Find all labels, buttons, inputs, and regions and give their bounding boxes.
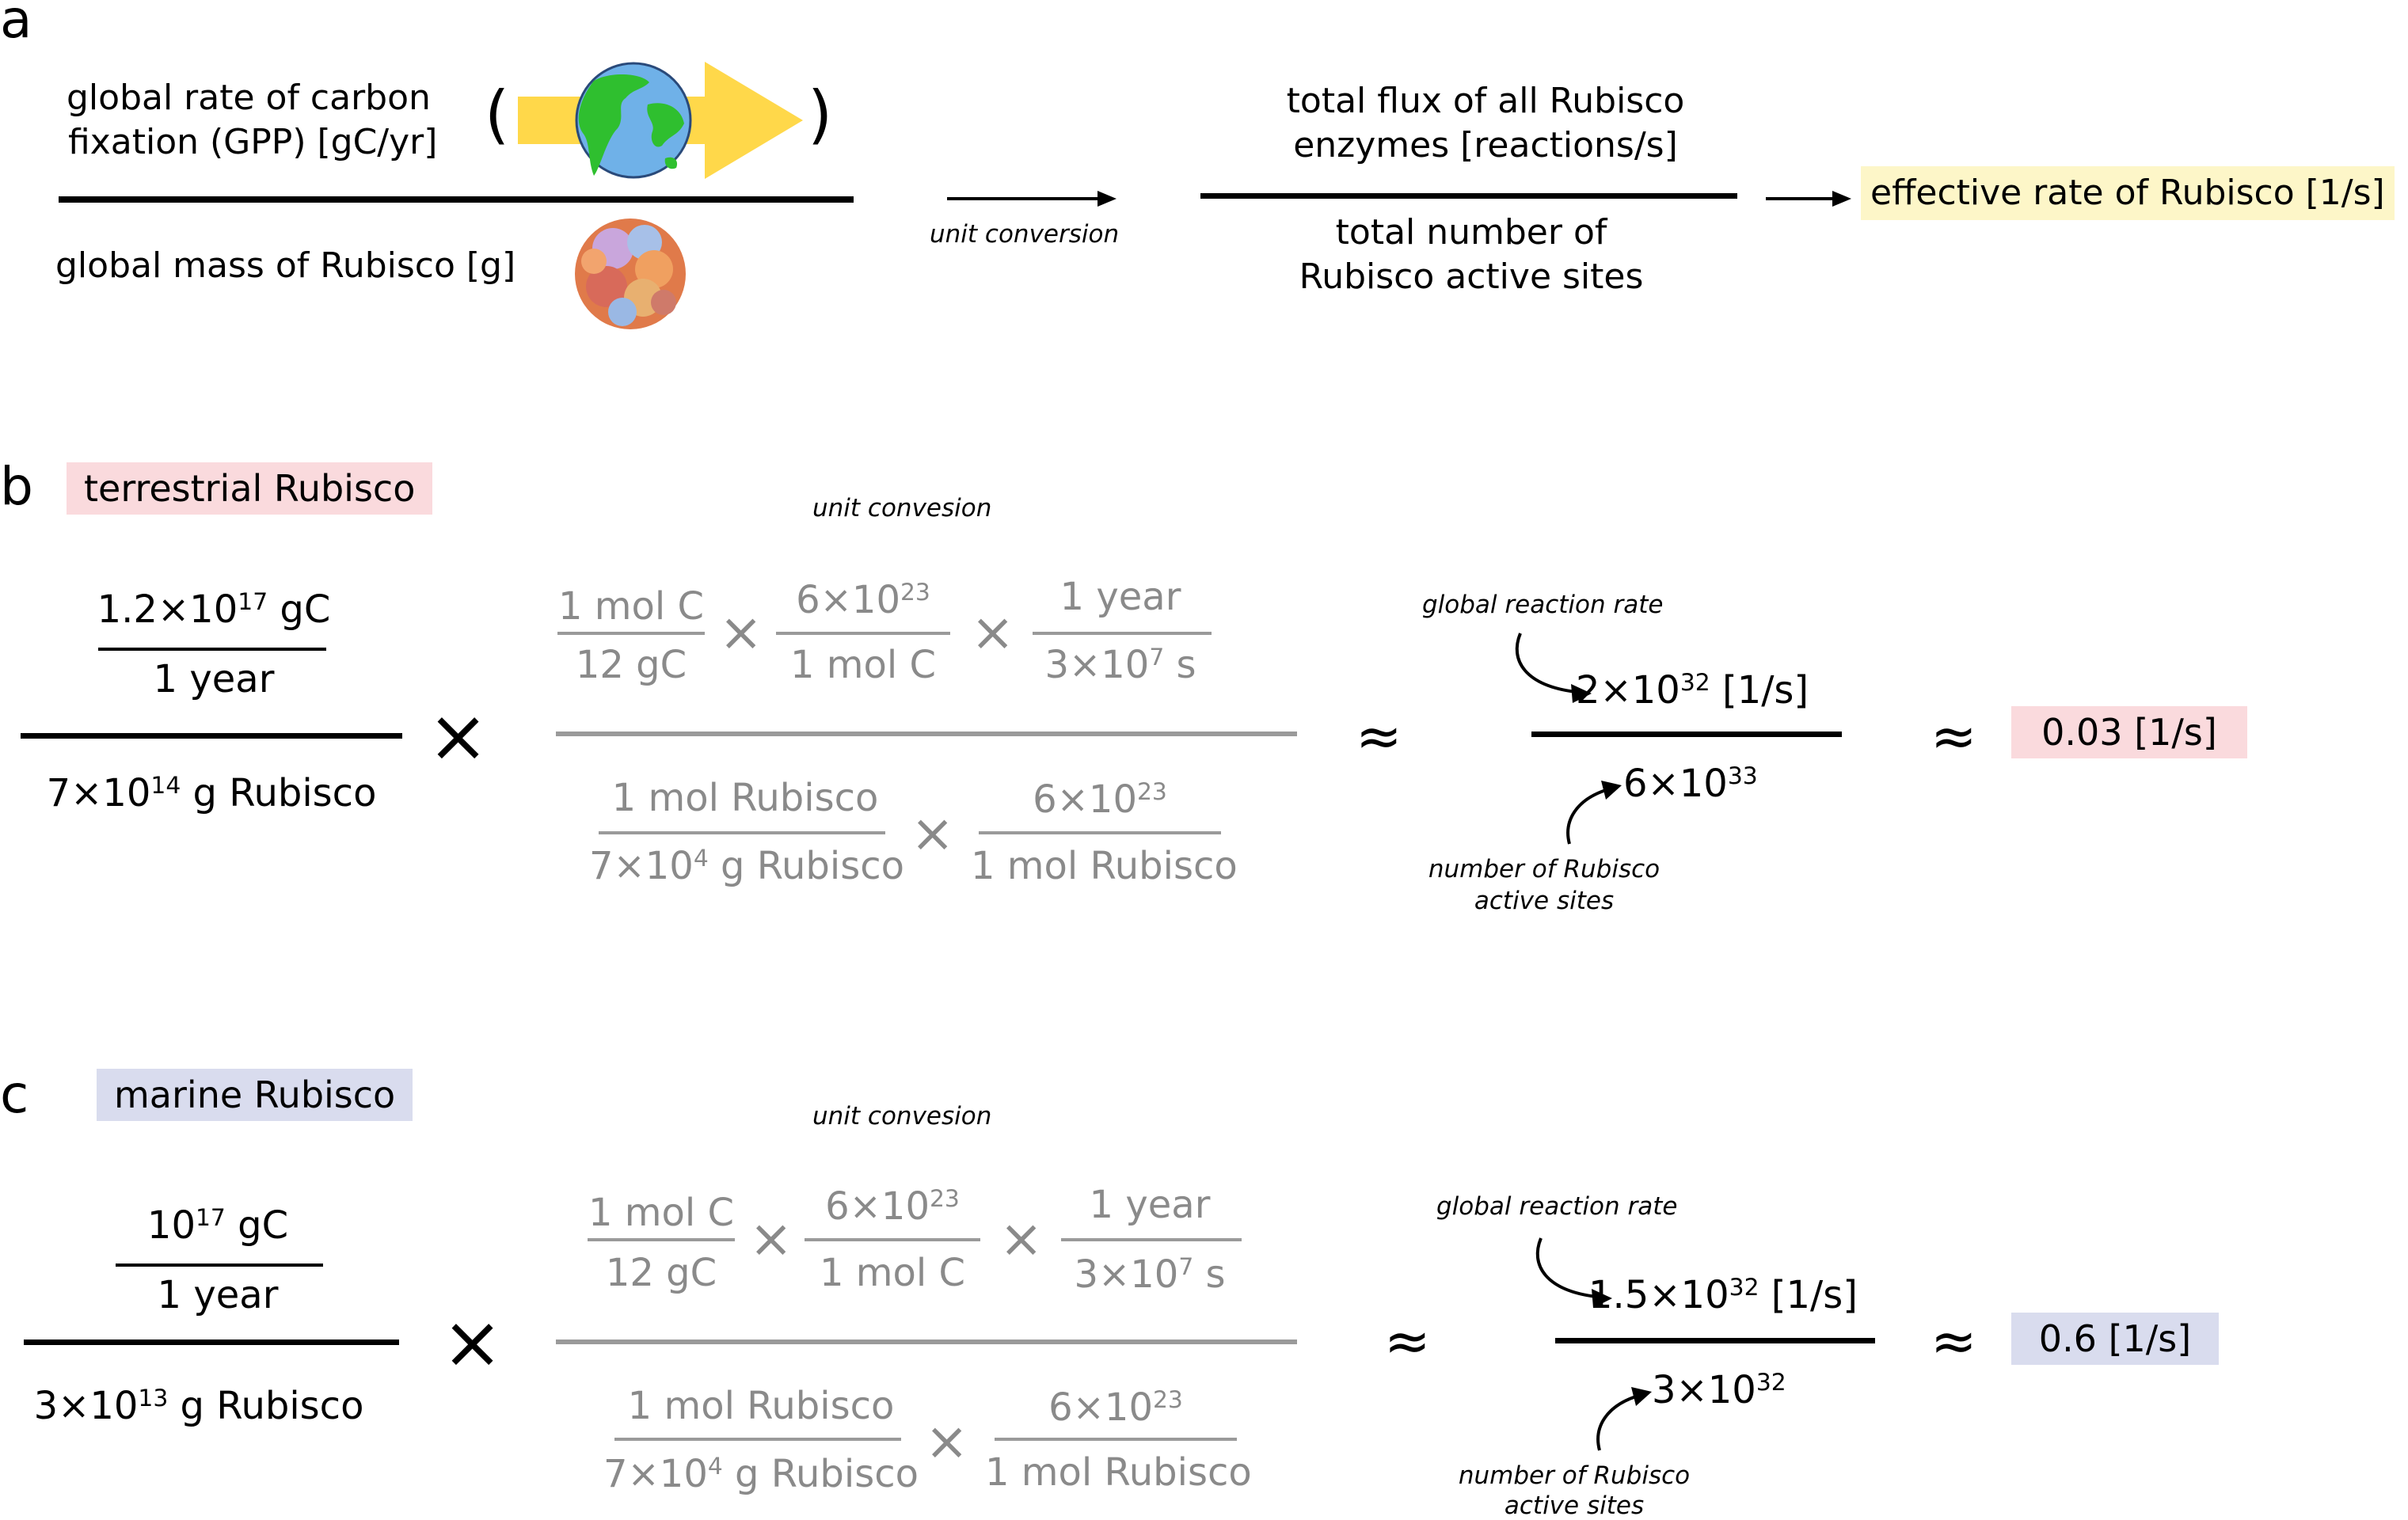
curved-arrow-icon bbox=[1566, 781, 1622, 845]
panel-b-letter: b bbox=[0, 456, 33, 517]
flux-label-line2: enzymes [reactions/s] bbox=[1293, 125, 1678, 165]
marine-gpp: 1017 gC bbox=[146, 1203, 289, 1248]
factor-bar bbox=[557, 632, 705, 635]
marine-main-bar bbox=[24, 1340, 399, 1345]
factor-bar bbox=[614, 1438, 901, 1441]
marine-per-year: 1 year bbox=[157, 1273, 279, 1317]
earth-arrow-icon bbox=[518, 62, 803, 179]
terrestrial-tag: terrestrial Rubisco bbox=[67, 462, 433, 515]
curved-arrow-icon bbox=[1596, 1387, 1652, 1451]
terrestrial-rubisco-mass: 7×1014 g Rubisco bbox=[46, 771, 377, 815]
curved-arrow-icon bbox=[1515, 633, 1592, 703]
mol-c-den: 1 mol C bbox=[789, 643, 937, 687]
rubisco-molar-mass: 7×104 g Rubisco bbox=[603, 1452, 919, 1496]
terrestrial-per-year-bar bbox=[98, 648, 326, 651]
seconds-den: 3×107 s bbox=[1074, 1252, 1226, 1297]
rate-fraction-bar bbox=[1555, 1338, 1875, 1343]
terrestrial-gpp: 1.2×1017 gC bbox=[97, 587, 331, 632]
factor-bar bbox=[599, 831, 885, 834]
panel-a-letter: a bbox=[0, 0, 32, 50]
mol-rubisco-num: 1 mol Rubisco bbox=[611, 776, 879, 820]
global-rate-annotation: global reaction rate bbox=[1422, 591, 1664, 619]
gray-multiply-sign: × bbox=[971, 602, 1015, 663]
avogadro-num: 6×1023 bbox=[825, 1184, 960, 1229]
avogadro-num: 6×1023 bbox=[796, 578, 930, 622]
gray-multiply-sign: × bbox=[749, 1208, 793, 1269]
panel-a-second-fraction-bar bbox=[1200, 193, 1737, 199]
result-arrow bbox=[1766, 191, 1851, 207]
rubisco-protein-icon bbox=[575, 218, 686, 329]
active-sites-annotation-line1: number of Rubisco bbox=[1458, 1461, 1691, 1490]
marine-global-rate: 1.5×1032 [1/s] bbox=[1588, 1273, 1858, 1317]
active-sites-line2: Rubisco active sites bbox=[1299, 256, 1644, 297]
year-num: 1 year bbox=[1089, 1183, 1211, 1227]
terrestrial-global-rate: 2×1032 [1/s] bbox=[1576, 668, 1809, 712]
avogadro-num-2: 6×1023 bbox=[1033, 777, 1167, 822]
approx-sign: ≈ bbox=[1931, 704, 1977, 769]
effective-rate-result: effective rate of Rubisco [1/s] bbox=[1861, 166, 2395, 220]
unit-conversion-arrow bbox=[947, 191, 1117, 207]
marine-active-sites: 3×1032 bbox=[1652, 1368, 1786, 1412]
flux-label-line1: total flux of all Rubisco bbox=[1286, 81, 1685, 121]
factor-gc-den: 12 gC bbox=[575, 643, 687, 687]
factor-mol-c-num: 1 mol C bbox=[557, 584, 705, 629]
conversion-main-bar bbox=[556, 732, 1297, 736]
panel-a-main-fraction-bar bbox=[59, 196, 854, 203]
marine-tag: marine Rubisco bbox=[97, 1069, 413, 1121]
gray-multiply-sign: × bbox=[999, 1208, 1044, 1269]
conversion-main-bar bbox=[556, 1340, 1297, 1344]
global-rate-annotation: global reaction rate bbox=[1436, 1192, 1678, 1221]
gray-multiply-sign: × bbox=[925, 1411, 969, 1472]
active-sites-line1: total number of bbox=[1335, 212, 1607, 253]
factor-bar bbox=[979, 831, 1221, 834]
year-num: 1 year bbox=[1059, 575, 1181, 619]
active-sites-annotation-line2: active sites bbox=[1504, 1492, 1645, 1520]
approx-sign: ≈ bbox=[1931, 1309, 1977, 1374]
factor-bar bbox=[805, 1238, 980, 1241]
multiply-sign: × bbox=[442, 1300, 504, 1385]
seconds-den: 3×107 s bbox=[1044, 643, 1196, 687]
gpp-label-line1: global rate of carbon bbox=[67, 78, 431, 118]
factor-bar bbox=[1061, 1238, 1242, 1241]
factor-bar bbox=[995, 1438, 1237, 1441]
active-sites-annotation-line2: active sites bbox=[1474, 887, 1615, 915]
factor-gc-den: 12 gC bbox=[605, 1251, 717, 1295]
approx-sign: ≈ bbox=[1356, 704, 1402, 769]
unit-conversion-title: unit convesion bbox=[812, 494, 992, 522]
factor-mol-c-num: 1 mol C bbox=[588, 1191, 735, 1235]
marine-per-year-bar bbox=[116, 1264, 323, 1267]
mol-rubisco-num: 1 mol Rubisco bbox=[627, 1384, 895, 1428]
mol-c-den: 1 mol C bbox=[819, 1251, 966, 1295]
close-paren: ) bbox=[808, 78, 833, 151]
factor-bar bbox=[1033, 632, 1212, 635]
rubisco-mass-label: global mass of Rubisco [g] bbox=[55, 245, 516, 286]
open-paren: ( bbox=[485, 78, 510, 151]
panel-c-letter: c bbox=[0, 1064, 29, 1125]
terrestrial-main-bar bbox=[21, 733, 402, 739]
unit-conversion-label: unit conversion bbox=[930, 220, 1120, 249]
factor-bar bbox=[776, 632, 950, 635]
marine-rubisco-mass: 3×1013 g Rubisco bbox=[33, 1384, 364, 1428]
multiply-sign: × bbox=[428, 694, 489, 778]
terrestrial-result: 0.03 [1/s] bbox=[2011, 706, 2247, 758]
terrestrial-active-sites: 6×1033 bbox=[1623, 762, 1758, 806]
avogadro-num-2: 6×1023 bbox=[1048, 1385, 1183, 1430]
gpp-label-line2: fixation (GPP) [gC/yr] bbox=[68, 122, 438, 162]
unit-conversion-title: unit convesion bbox=[812, 1102, 992, 1130]
factor-bar bbox=[588, 1238, 735, 1241]
terrestrial-per-year: 1 year bbox=[153, 657, 275, 701]
approx-sign: ≈ bbox=[1384, 1309, 1431, 1374]
rubisco-molar-mass: 7×104 g Rubisco bbox=[589, 844, 904, 888]
gray-multiply-sign: × bbox=[719, 602, 763, 663]
marine-result: 0.6 [1/s] bbox=[2011, 1313, 2219, 1365]
rate-fraction-bar bbox=[1531, 732, 1842, 737]
mol-rubisco-den: 1 mol Rubisco bbox=[985, 1450, 1252, 1495]
mol-rubisco-den: 1 mol Rubisco bbox=[971, 844, 1238, 888]
curved-arrow-icon bbox=[1535, 1237, 1612, 1308]
gray-multiply-sign: × bbox=[911, 803, 955, 864]
active-sites-annotation-line1: number of Rubisco bbox=[1428, 855, 1660, 884]
